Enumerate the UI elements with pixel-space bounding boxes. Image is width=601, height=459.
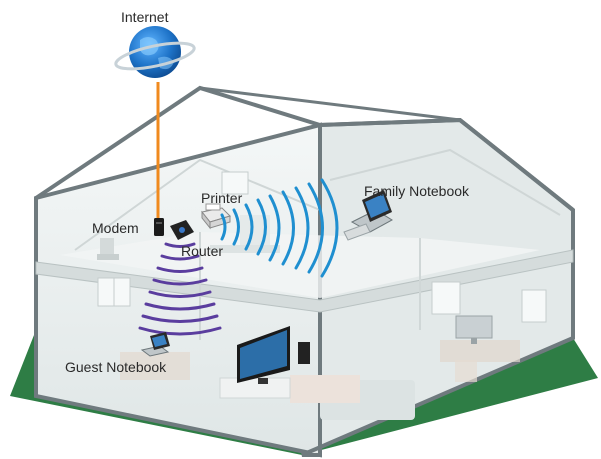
roof-ridge: [199, 86, 461, 122]
label-router: Router: [181, 243, 223, 259]
window-upper: [221, 171, 249, 195]
tv-stand: [219, 377, 291, 399]
label-internet: Internet: [121, 9, 169, 25]
monitor-icon: [455, 315, 493, 344]
desk-right: [440, 340, 520, 362]
label-modem: Modem: [92, 220, 139, 236]
chair-right: [455, 360, 477, 382]
wifi-waves-family: [220, 178, 339, 278]
chair-upper: [97, 238, 119, 260]
speaker: [298, 342, 310, 364]
label-printer: Printer: [201, 190, 243, 206]
table-lower: [290, 375, 360, 403]
desk-lower: [120, 352, 190, 380]
upper-floor: [35, 249, 574, 313]
router-icon: [170, 220, 194, 240]
inner-gable-right: [329, 148, 561, 216]
tv-icon: [237, 326, 290, 384]
house-roof-outline: [34, 85, 575, 212]
guest-notebook-laptop-icon: [140, 332, 170, 357]
inner-gable: [74, 158, 321, 251]
window-far-right: [521, 289, 547, 323]
globe-icon: [114, 26, 196, 78]
modem-icon: [154, 218, 164, 236]
wifi-waves-guest: [138, 242, 222, 336]
family-notebook-laptop-icon: [343, 190, 393, 241]
label-guest-notebook: Guest Notebook: [65, 359, 167, 375]
window-right: [431, 281, 461, 315]
label-family-notebook: Family Notebook: [364, 183, 470, 199]
